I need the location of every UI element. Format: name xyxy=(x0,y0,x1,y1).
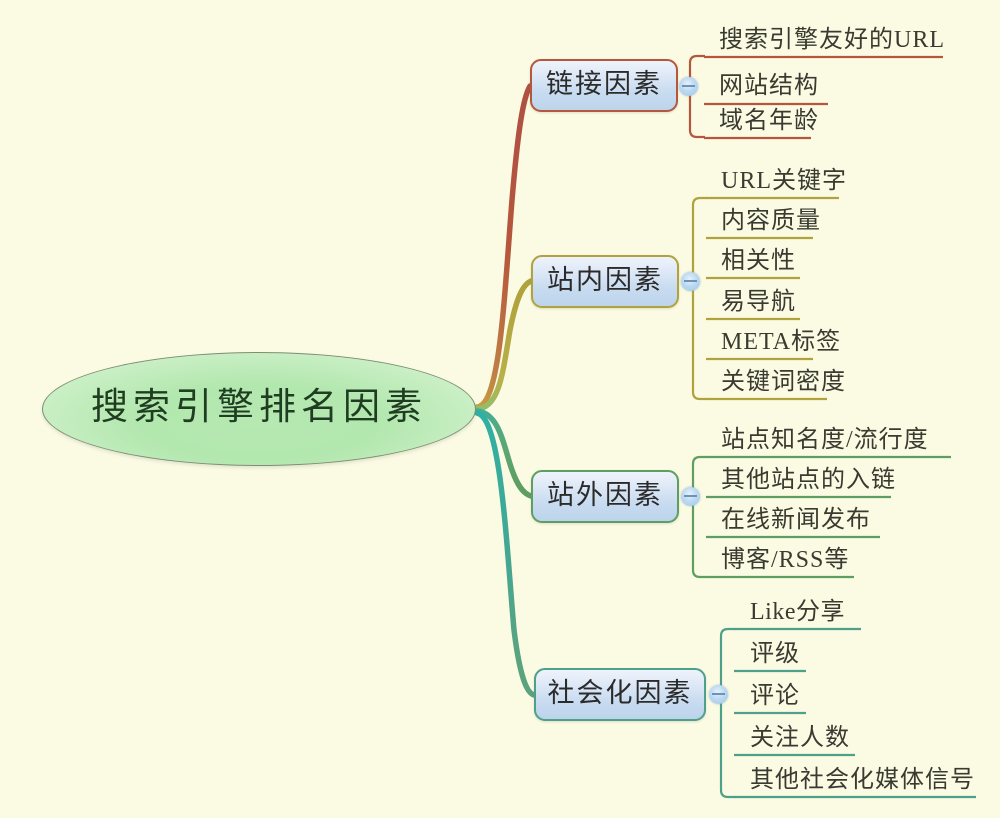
leaf-onsite-5[interactable]: 关键词密度 xyxy=(721,369,846,395)
leaf-onsite-3[interactable]: 易导航 xyxy=(721,289,796,315)
leaf-social-2[interactable]: 评论 xyxy=(750,683,800,709)
branch-node-offsite-label: 站外因素 xyxy=(547,480,663,510)
leaf-onsite-4[interactable]: META标签 xyxy=(721,329,842,355)
leaf-link-1[interactable]: 网站结构 xyxy=(719,73,819,99)
leaf-social-0[interactable]: Like分享 xyxy=(750,599,845,625)
collapse-dot-icon-link[interactable] xyxy=(679,77,698,96)
leaf-social-3[interactable]: 关注人数 xyxy=(750,725,850,751)
branch-curve-link xyxy=(474,83,533,410)
branch-curve-onsite xyxy=(474,278,534,412)
leaf-link-0[interactable]: 搜索引擎友好的URL xyxy=(719,27,945,53)
leaf-offsite-3[interactable]: 博客/RSS等 xyxy=(721,547,850,573)
leaf-onsite-1[interactable]: 内容质量 xyxy=(721,208,821,234)
leaf-spine-offsite xyxy=(691,455,707,579)
leaf-offsite-2[interactable]: 在线新闻发布 xyxy=(721,507,871,533)
collapse-dot-icon-social[interactable] xyxy=(709,685,728,704)
branch-node-onsite-label: 站内因素 xyxy=(547,265,663,295)
leaf-offsite-0[interactable]: 站点知名度/流行度 xyxy=(721,427,929,453)
root-node-label: 搜索引擎排名因素 xyxy=(91,387,427,428)
collapse-dot-icon-offsite[interactable] xyxy=(681,487,700,506)
branch-node-social-label: 社会化因素 xyxy=(547,678,693,708)
leaf-social-4[interactable]: 其他社会化媒体信号 xyxy=(750,767,975,793)
branch-node-social[interactable]: 社会化因素 xyxy=(534,668,706,721)
leaf-spine-social xyxy=(719,627,735,799)
leaf-offsite-1[interactable]: 其他站点的入链 xyxy=(721,467,896,493)
branch-curve-offsite xyxy=(474,408,534,499)
leaf-onsite-2[interactable]: 相关性 xyxy=(721,248,796,274)
branch-curve-social xyxy=(474,410,537,698)
leaf-link-2[interactable]: 域名年龄 xyxy=(719,108,819,134)
leaf-spine-link xyxy=(688,54,705,139)
leaf-social-1[interactable]: 评级 xyxy=(750,641,800,667)
branch-node-link-label: 链接因素 xyxy=(546,69,662,99)
branch-node-onsite[interactable]: 站内因素 xyxy=(531,255,679,308)
collapse-dot-icon-onsite[interactable] xyxy=(681,272,700,291)
branch-node-link[interactable]: 链接因素 xyxy=(530,59,678,112)
leaf-onsite-0[interactable]: URL关键字 xyxy=(721,168,847,194)
branch-node-offsite[interactable]: 站外因素 xyxy=(531,470,679,523)
leaf-spine-onsite xyxy=(691,196,707,401)
root-node[interactable]: 搜索引擎排名因素 xyxy=(42,352,476,466)
